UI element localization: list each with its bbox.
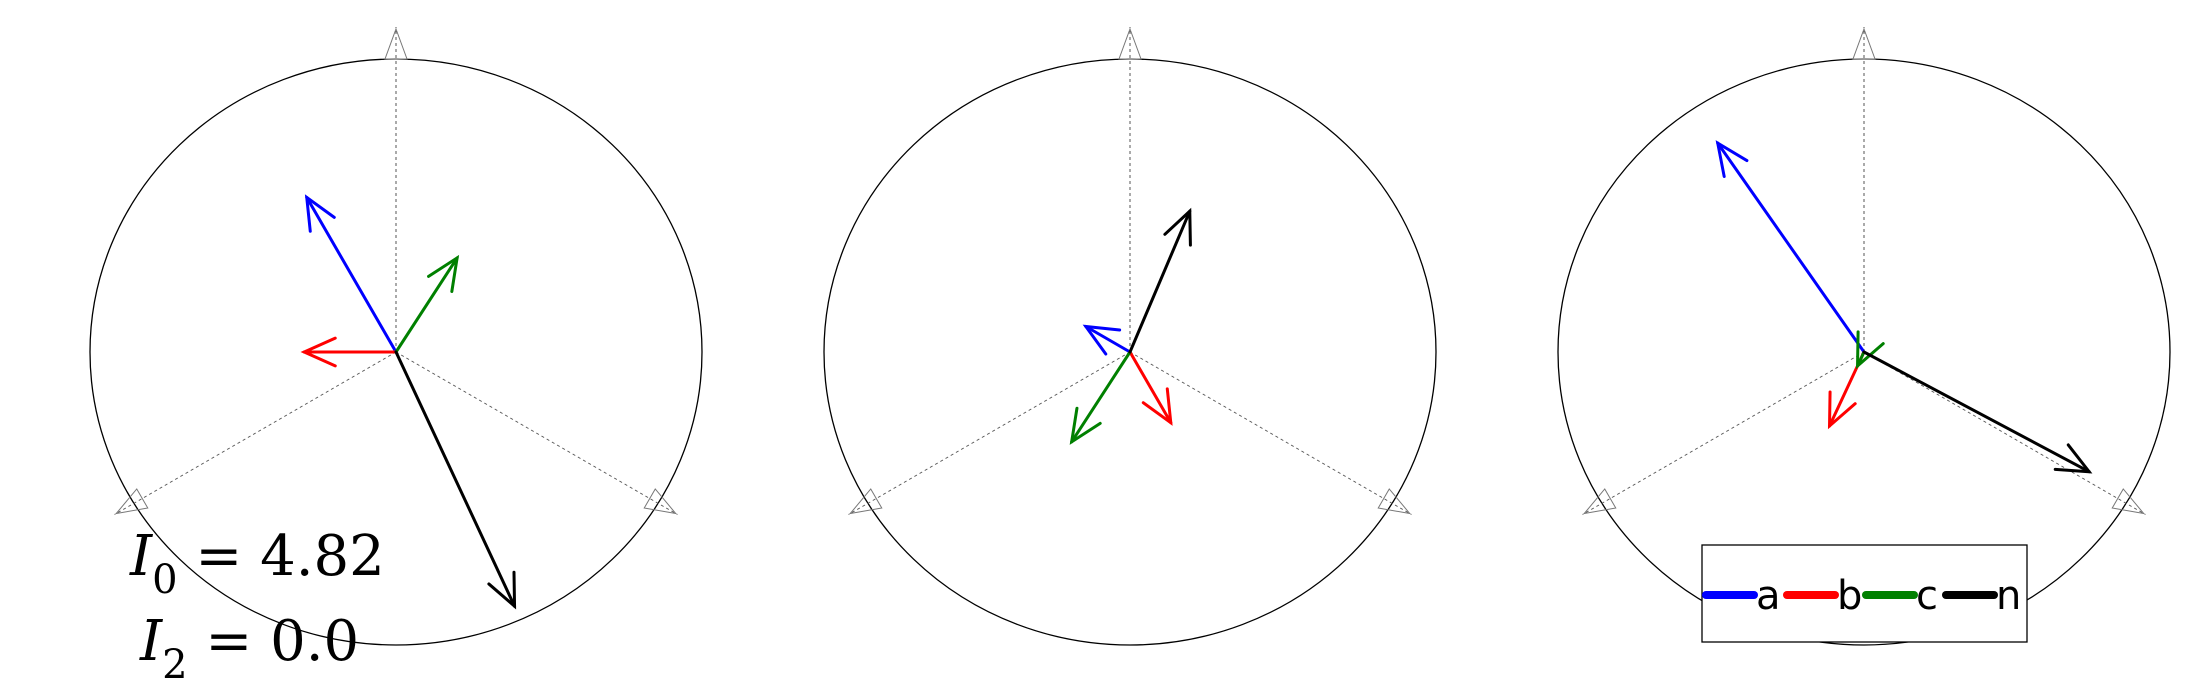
- axis-marker: [1852, 27, 1876, 60]
- axis-marker: [115, 488, 149, 515]
- reference-axis: [848, 351, 1131, 515]
- legend-label: a: [1756, 573, 1781, 619]
- arrow-head: [1069, 406, 1102, 445]
- axis-marker: [643, 488, 677, 515]
- arrow-head: [1855, 330, 1885, 370]
- legend-item-n: n: [1942, 573, 2021, 619]
- phasor-arrow-n: [394, 350, 517, 610]
- phasor-arrow-a: [304, 194, 398, 354]
- phasor-arrow-a: [1715, 140, 1866, 354]
- phasor-arrow-b: [300, 336, 398, 368]
- arrow-shaft: [1862, 350, 2091, 474]
- phasor-arrow-b: [1128, 350, 1173, 426]
- arrow-shaft: [305, 195, 398, 354]
- reference-axis: [395, 351, 678, 515]
- annotation-I2: I2 = 0.0: [139, 609, 359, 688]
- legend-item-a: a: [1702, 573, 1781, 619]
- axis-marker: [1377, 488, 1411, 515]
- legend-item-c: c: [1862, 573, 1938, 619]
- arrow-head: [487, 570, 517, 610]
- arrow-shaft: [1128, 350, 1173, 425]
- legend-label: n: [1996, 573, 2021, 619]
- legend-item-b: b: [1783, 573, 1862, 619]
- arrow-shaft: [1716, 141, 1866, 354]
- annotation-I0: I0 = 4.82: [129, 524, 385, 603]
- axis-marker: [2111, 488, 2145, 515]
- phasor-arrow-n: [1862, 350, 2093, 474]
- arrow-head: [304, 194, 336, 233]
- axis-marker: [1583, 488, 1617, 515]
- arrow-head: [427, 254, 460, 293]
- legend-label: c: [1916, 573, 1938, 619]
- reference-axis: [1582, 351, 1865, 515]
- arrow-shaft: [1070, 350, 1132, 444]
- arrow-head: [1141, 387, 1173, 426]
- arrow-head: [2053, 443, 2093, 474]
- reference-axis: [1129, 351, 1412, 515]
- reference-axis: [114, 351, 397, 515]
- phasor-arrow-c: [1855, 330, 1885, 370]
- arrow-shaft: [1128, 209, 1192, 354]
- axis-marker: [849, 488, 883, 515]
- arrow-head: [1715, 140, 1749, 178]
- arrow-head: [1827, 390, 1857, 430]
- axis-marker: [384, 27, 408, 60]
- phasor-panel-right: [1557, 27, 2171, 646]
- arrow-head: [300, 336, 337, 368]
- legend-label: b: [1837, 573, 1862, 619]
- axis-marker: [1118, 27, 1142, 60]
- arrow-head: [1163, 207, 1192, 247]
- phasor-arrow-c: [1069, 350, 1132, 445]
- phasor-arrow-c: [394, 254, 460, 354]
- arrow-shaft: [394, 350, 517, 608]
- arrow-head: [1082, 324, 1122, 356]
- reference-axis: [1863, 351, 2146, 515]
- phasor-arrow-a: [1082, 324, 1132, 356]
- phasor-panel-middle: [823, 27, 1437, 646]
- phasor-arrow-n: [1128, 207, 1192, 354]
- arrow-shaft: [394, 256, 459, 354]
- arrow-shaft: [1084, 325, 1132, 354]
